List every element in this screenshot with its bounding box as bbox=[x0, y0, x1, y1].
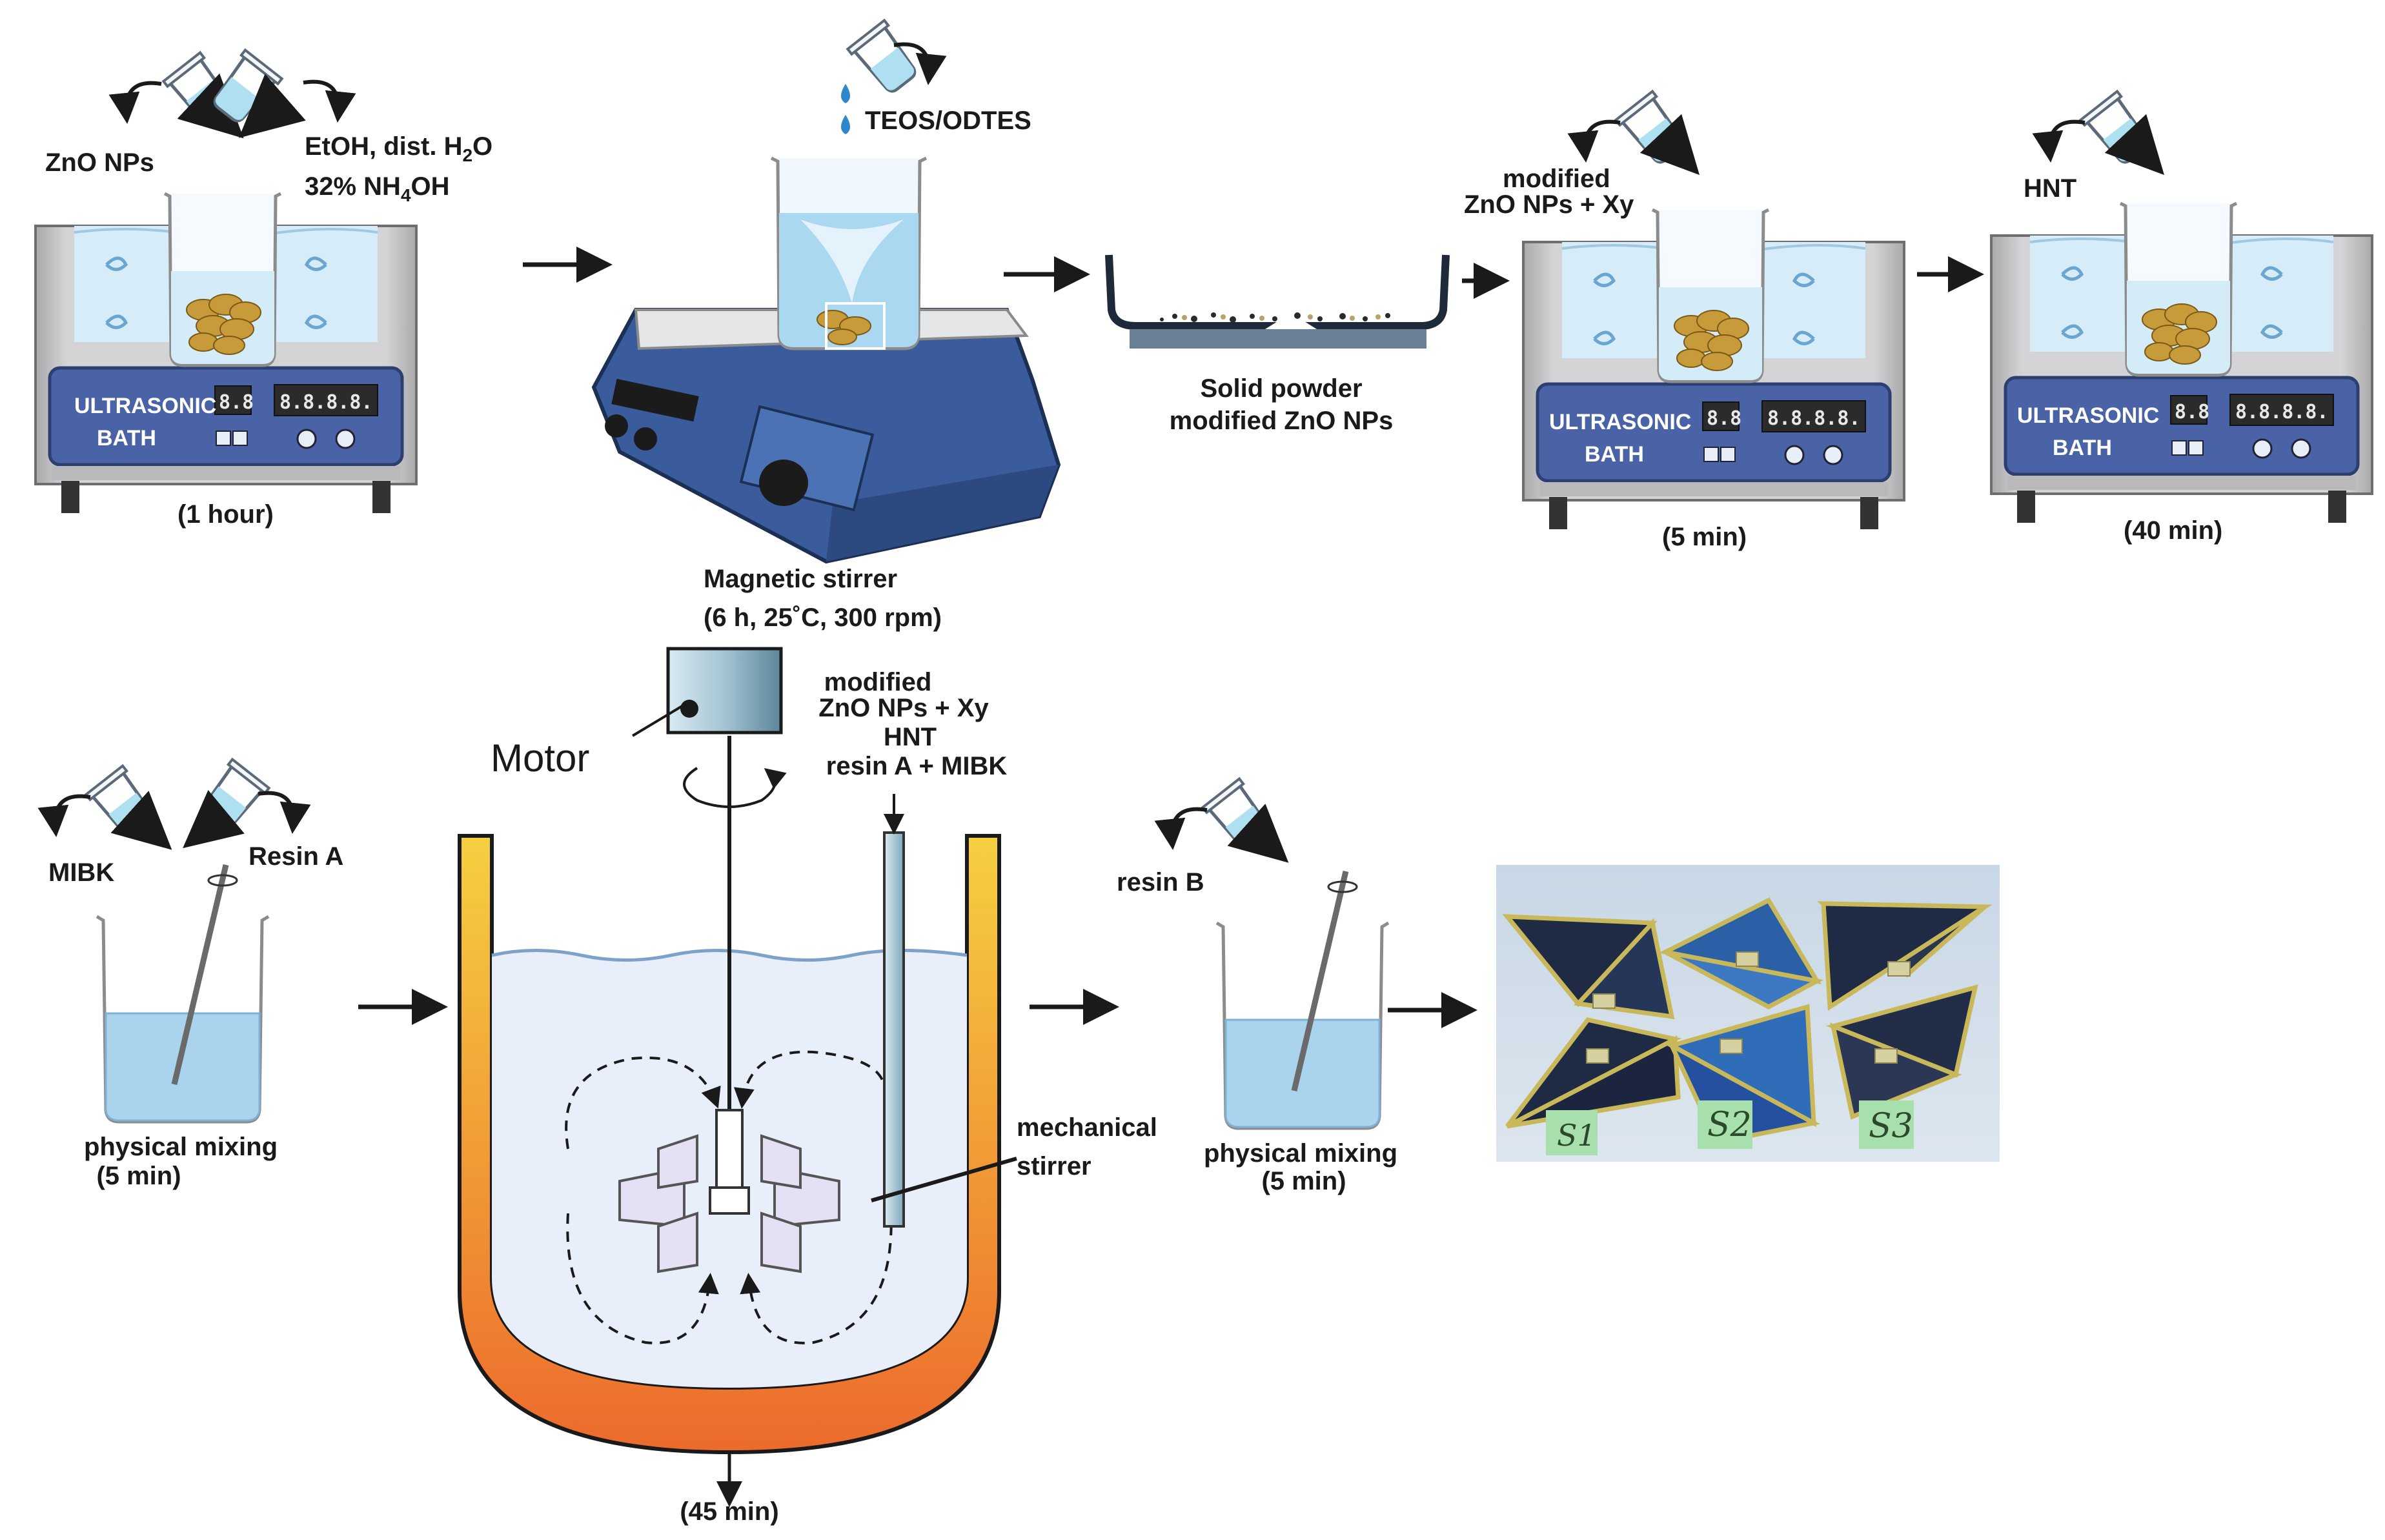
reactor-feed4: resin A + MIBK bbox=[826, 752, 1008, 780]
pour-icon bbox=[126, 53, 244, 139]
step3-petri-dish: Solid powder modified ZnO NPs bbox=[1105, 254, 1450, 435]
ultrasonic-bath-icon: ULTRASONIC BATH 8.8 8.8.8.8. bbox=[1523, 210, 1904, 529]
beaker-icon bbox=[1217, 871, 1388, 1128]
pour-icon bbox=[1585, 92, 1700, 176]
step7-reactor: Motor modified ZnO NPs + Xy HNT resin A … bbox=[458, 647, 1157, 1526]
svg-text:BATH: BATH bbox=[97, 426, 156, 451]
svg-text:8.8: 8.8 bbox=[2175, 401, 2209, 423]
svg-text:8.8.8.8.: 8.8.8.8. bbox=[1767, 407, 1861, 430]
svg-text:ULTRASONIC: ULTRASONIC bbox=[2017, 403, 2159, 428]
step3-line1: Solid powder bbox=[1200, 374, 1362, 403]
step6-label-resina: Resin A bbox=[249, 842, 343, 871]
reactor-feed2: ZnO NPs + Xy bbox=[818, 694, 989, 722]
ultrasonic-bath-icon: ULTRASONIC BATH 8.8 8.8.8.8. bbox=[36, 194, 416, 513]
bath-label: ULTRASONIC bbox=[74, 394, 216, 418]
sample-label-s3: S3 bbox=[1869, 1107, 1913, 1146]
step2-reagent: TEOS/ODTES bbox=[865, 106, 1031, 135]
svg-text:BATH: BATH bbox=[2053, 436, 2112, 460]
step5-reagent: HNT bbox=[2024, 174, 2076, 203]
svg-text:32% NH4OH: 32% NH4OH bbox=[305, 172, 450, 205]
step4-ultrasonic-bath: modified ZnO NPs + Xy ULTRASONIC BATH 8.… bbox=[1464, 92, 1904, 551]
step6-line2: (5 min) bbox=[96, 1162, 181, 1190]
reactor-feed3: HNT bbox=[884, 723, 937, 751]
step8-reagent: resin B bbox=[1117, 868, 1204, 897]
step1-label-nh4oh: 32% NH bbox=[305, 172, 401, 201]
step4-duration: (5 min) bbox=[1662, 523, 1747, 551]
sample-label-s2: S2 bbox=[1707, 1106, 1752, 1144]
petri-dish-icon bbox=[1105, 254, 1450, 349]
svg-text:EtOH, dist. H2O: EtOH, dist. H2O bbox=[305, 132, 492, 165]
sample-label-s1: S1 bbox=[1557, 1118, 1596, 1153]
svg-text:BATH: BATH bbox=[1585, 442, 1644, 467]
step2-magnetic-stirrer: TEOS/ODTES Magnetic stirrer (6 h, 25˚C, … bbox=[591, 21, 1061, 632]
reactor-feed1: modified bbox=[824, 668, 932, 696]
beaker-icon bbox=[97, 865, 269, 1122]
step5-ultrasonic-bath: HNT ULTRASONIC BATH 8.8 8.8.8.8. (40 min… bbox=[1991, 92, 2372, 545]
step2-name: Magnetic stirrer bbox=[704, 565, 897, 593]
step8-physical-mixing: resin B physical mixing (5 min) bbox=[1117, 779, 1397, 1195]
step2-conditions: (6 h, 25˚C, 300 rpm) bbox=[704, 603, 942, 632]
svg-text:8.8: 8.8 bbox=[219, 391, 254, 414]
pour-icon bbox=[841, 21, 929, 134]
step6-line1: physical mixing bbox=[84, 1133, 278, 1161]
step4-line2: ZnO NPs + Xy bbox=[1464, 190, 1634, 219]
samples-photo: S1 S2 S3 bbox=[1496, 865, 2000, 1162]
step3-line2: modified ZnO NPs bbox=[1170, 407, 1394, 435]
reactor-stirrer1: mechanical bbox=[1017, 1113, 1157, 1142]
svg-text:ULTRASONIC: ULTRASONIC bbox=[1549, 410, 1691, 434]
motor-label: Motor bbox=[491, 736, 589, 780]
step1-ultrasonic-bath: ZnO NPs EtOH, dist. H2O 32% NH4OH ULTRAS… bbox=[36, 50, 492, 529]
motor-icon bbox=[631, 647, 787, 808]
step1-label-etoh: EtOH, dist. H bbox=[305, 132, 462, 161]
reactor-duration: (45 min) bbox=[680, 1497, 778, 1526]
step5-duration: (40 min) bbox=[2124, 516, 2222, 545]
reactor-stirrer2: stirrer bbox=[1017, 1152, 1091, 1180]
pour-icon bbox=[2049, 92, 2165, 176]
step8-line1: physical mixing bbox=[1204, 1139, 1397, 1168]
step6-label-mibk: MIBK bbox=[48, 858, 114, 887]
step6-physical-mixing: MIBK Resin A physical mixing (5 min) bbox=[48, 760, 343, 1190]
step4-line1: modified bbox=[1503, 165, 1610, 193]
reactor-icon bbox=[458, 736, 1017, 1507]
step1-label-znonps: ZnO NPs bbox=[45, 148, 154, 177]
step8-line2: (5 min) bbox=[1261, 1167, 1346, 1195]
magnetic-stirrer-icon bbox=[591, 156, 1061, 564]
svg-text:8.8.8.8.: 8.8.8.8. bbox=[279, 391, 373, 414]
ultrasonic-bath-icon: ULTRASONIC BATH 8.8 8.8.8.8. bbox=[1991, 203, 2372, 523]
pour-icon bbox=[55, 766, 172, 850]
step1-duration: (1 hour) bbox=[178, 500, 274, 529]
svg-text:8.8.8.8.: 8.8.8.8. bbox=[2235, 401, 2329, 423]
pour-icon bbox=[1172, 779, 1289, 863]
svg-text:8.8: 8.8 bbox=[1707, 407, 1741, 430]
